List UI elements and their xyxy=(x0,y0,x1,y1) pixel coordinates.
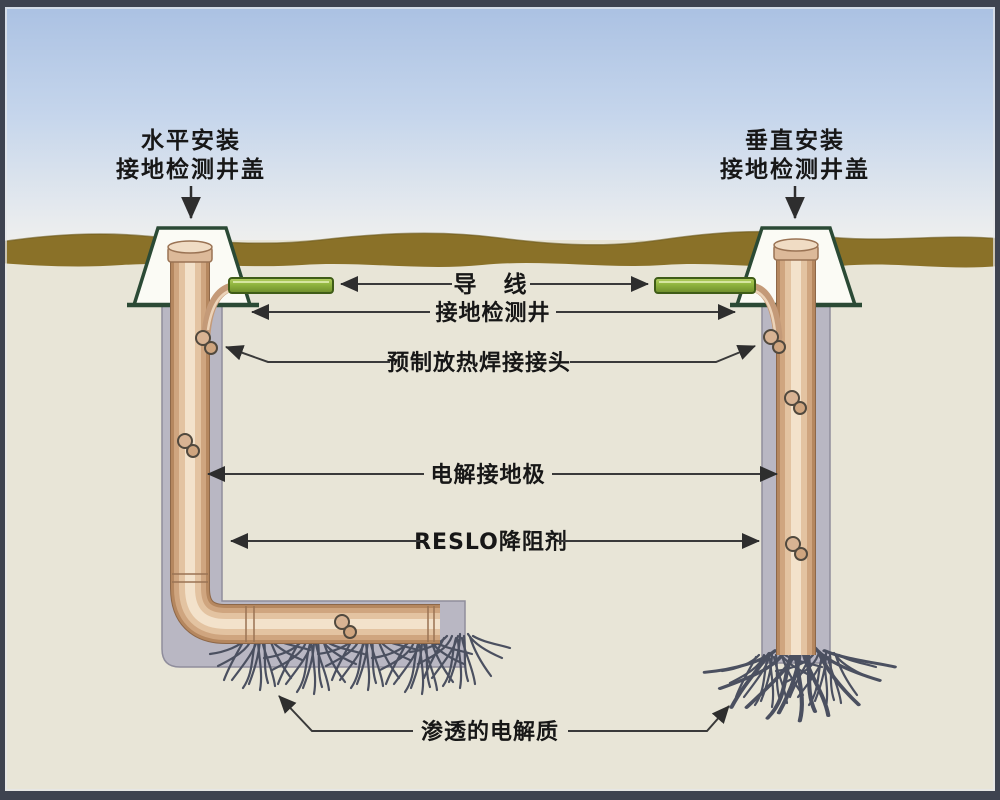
annotation-weld-joint: 预制放热焊接接头 xyxy=(225,345,756,376)
label-detection-well: 接地检测井 xyxy=(435,300,550,326)
electrode-pipe-left xyxy=(167,240,440,644)
label-vertical-install-line2: 接地检测井盖 xyxy=(720,156,870,183)
annotation-electrolyte: 渗透的电解质 xyxy=(278,695,730,745)
label-electrolyte: 渗透的电解质 xyxy=(421,719,559,745)
topsoil-band xyxy=(0,231,1000,268)
annotation-vertical-install: 垂直安装 接地检测井盖 xyxy=(720,127,870,220)
left-leader-arrow-icon xyxy=(225,345,390,363)
sky xyxy=(0,0,1000,262)
electrode-pipe-right xyxy=(773,238,819,655)
label-conductor: 导 线 xyxy=(454,271,529,298)
conductor-wire-left xyxy=(201,277,334,339)
right-leader-arrow-icon xyxy=(570,345,756,363)
left-leader-arrow-icon xyxy=(278,695,413,732)
label-vertical-install-line1: 垂直安装 xyxy=(745,127,845,154)
annotation-horizontal-install: 水平安装 接地检测井盖 xyxy=(116,127,266,220)
label-weld-joint: 预制放热焊接接头 xyxy=(387,350,571,376)
right-leader-arrow-icon xyxy=(568,705,730,732)
annotation-reslo: RESLO降阻剂 xyxy=(230,529,760,555)
label-electrode: 电解接地极 xyxy=(430,462,545,488)
annotation-detection-well: 接地检测井 xyxy=(251,300,736,326)
label-horizontal-install-line2: 接地检测井盖 xyxy=(116,156,266,183)
label-reslo: RESLO降阻剂 xyxy=(414,529,568,555)
label-horizontal-install-line1: 水平安装 xyxy=(141,127,241,154)
annotation-electrode: 电解接地极 xyxy=(207,462,778,488)
annotation-conductor: 导 线 xyxy=(340,271,649,298)
conductor-wire-right xyxy=(654,277,783,342)
